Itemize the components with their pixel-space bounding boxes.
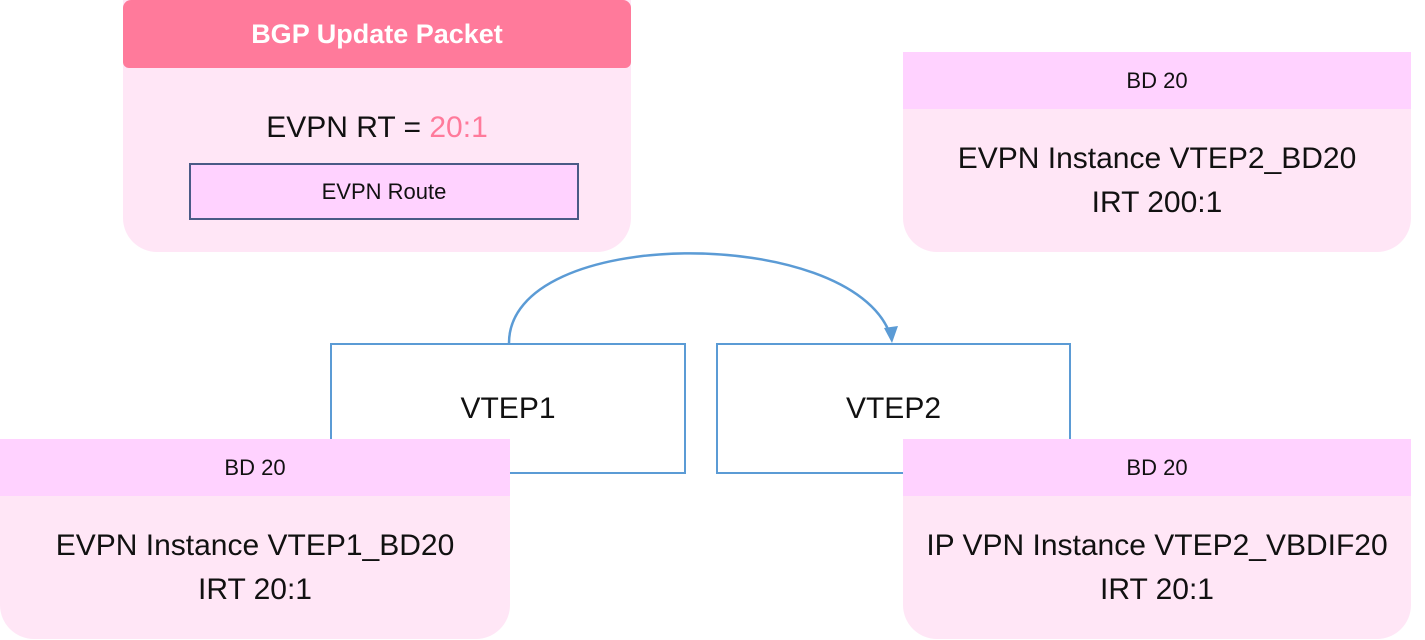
instance-body: IP VPN Instance VTEP2_VBDIF20 IRT 20:1 (903, 496, 1411, 639)
instance-name: EVPN Instance VTEP2_BD20 (957, 141, 1357, 175)
vtep2-evpn-instance-card: BD 20 EVPN Instance VTEP2_BD20 IRT 200:1 (903, 52, 1411, 252)
instance-body: EVPN Instance VTEP1_BD20 IRT 20:1 (0, 496, 510, 639)
arrow-head-icon (884, 326, 898, 343)
vtep2-ipvpn-instance-card: BD 20 IP VPN Instance VTEP2_VBDIF20 IRT … (903, 439, 1411, 639)
instance-name: IP VPN Instance VTEP2_VBDIF20 (926, 528, 1388, 562)
evpn-rt-value: 20:1 (429, 111, 488, 144)
bgp-update-packet-card: BGP Update Packet EVPN RT = 20:1 EVPN Ro… (123, 0, 631, 252)
evpn-route-box: EVPN Route (189, 163, 579, 220)
instance-body: EVPN Instance VTEP2_BD20 IRT 200:1 (903, 109, 1411, 252)
vtep1-evpn-instance-card: BD 20 EVPN Instance VTEP1_BD20 IRT 20:1 (0, 439, 510, 639)
evpn-rt-label: EVPN RT = (266, 111, 430, 144)
bd-header: BD 20 (903, 439, 1411, 496)
bd-header: BD 20 (903, 52, 1411, 109)
evpn-rt-line: EVPN RT = 20:1 (123, 106, 631, 150)
arc-arrow-path (507, 252, 892, 344)
instance-irt: IRT 200:1 (1091, 185, 1223, 219)
instance-name: EVPN Instance VTEP1_BD20 (55, 528, 455, 562)
bgp-packet-title: BGP Update Packet (123, 0, 631, 68)
instance-irt: IRT 20:1 (198, 572, 312, 606)
instance-irt: IRT 20:1 (1100, 572, 1214, 606)
bd-header: BD 20 (0, 439, 510, 496)
